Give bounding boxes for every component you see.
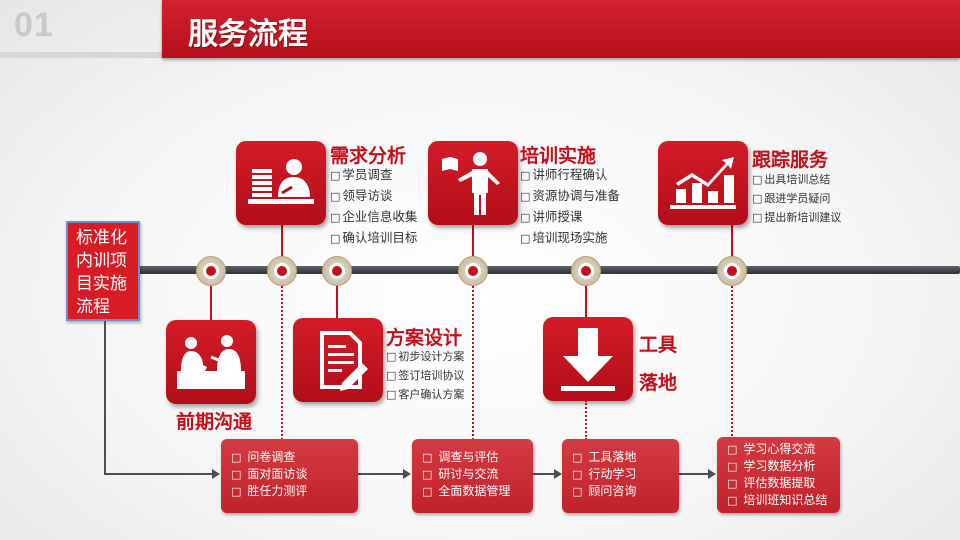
arrow-right-icon bbox=[403, 469, 411, 479]
list-item: 学习数据分析 bbox=[727, 458, 832, 475]
list-item: 资源协调与准备 bbox=[520, 186, 620, 207]
document-edit-icon bbox=[293, 318, 383, 402]
bottom-box-3: 工具落地 行动学习 顾问咨询 bbox=[562, 439, 679, 513]
timeline-node bbox=[267, 256, 297, 286]
number-underline bbox=[0, 52, 170, 58]
list-item: 领导访谈 bbox=[330, 186, 417, 207]
bottom-box-1: 问卷调查 面对面访谈 胜任力测评 bbox=[221, 439, 358, 513]
connector-xuqiu bbox=[281, 224, 283, 270]
flow-line bbox=[679, 473, 709, 475]
list-item: 确认培训目标 bbox=[330, 228, 417, 249]
list-item: 顾问咨询 bbox=[572, 483, 671, 500]
list-item: 企业信息收集 bbox=[330, 207, 417, 228]
bottom-box-2: 调查与评估 研讨与交流 全面数据管理 bbox=[412, 439, 533, 513]
page-title: 服务流程 bbox=[188, 17, 308, 52]
flow-line bbox=[104, 473, 214, 475]
list-item: 工具落地 bbox=[572, 449, 671, 466]
list-item: 签订培训协议 bbox=[386, 366, 464, 385]
list-item: 提出新培训建议 bbox=[752, 208, 841, 227]
bottom-box-4: 学习心得交流 学习数据分析 评估数据提取 培训班知识总结 bbox=[717, 437, 840, 513]
list-item: 研讨与交流 bbox=[422, 466, 525, 483]
connector-gongju bbox=[585, 278, 587, 318]
list-item: 胜任力测评 bbox=[231, 483, 350, 500]
timeline-node bbox=[196, 256, 226, 286]
list-item: 讲师授课 bbox=[520, 207, 620, 228]
section-number: 01 bbox=[14, 6, 54, 44]
dotted-connector-2 bbox=[472, 278, 474, 440]
timeline-node bbox=[322, 256, 352, 286]
title-bar bbox=[162, 0, 960, 58]
arrow-right-icon bbox=[708, 469, 716, 479]
timeline bbox=[138, 266, 960, 274]
list-item: 全面数据管理 bbox=[422, 483, 525, 500]
list-item: 调查与评估 bbox=[422, 449, 525, 466]
list-item: 行动学习 bbox=[572, 466, 671, 483]
process-label-box: 标准化内训项目实施流程 bbox=[66, 221, 140, 321]
list-item: 讲师行程确认 bbox=[520, 165, 620, 186]
timeline-node bbox=[717, 256, 747, 286]
dotted-connector-1 bbox=[281, 278, 283, 440]
list-item: 出具培训总结 bbox=[752, 170, 841, 189]
stage-title-peixun: 培训实施 bbox=[520, 145, 597, 167]
connector-peixun bbox=[472, 224, 474, 270]
stage-title-gongju-2: 落地 bbox=[639, 372, 678, 394]
stage-list-genzong: 出具培训总结 跟进学员疑问 提出新培训建议 bbox=[752, 170, 841, 227]
arrow-right-icon bbox=[554, 469, 562, 479]
list-item: 学员调查 bbox=[330, 165, 417, 186]
timeline-node bbox=[571, 256, 601, 286]
meeting-icon bbox=[166, 320, 256, 404]
timeline-node bbox=[458, 256, 488, 286]
connector-genzong bbox=[731, 224, 733, 270]
arrow-right-icon bbox=[212, 469, 220, 479]
stage-title-gongju-1: 工具 bbox=[639, 334, 678, 356]
stage-title-genzong: 跟踪服务 bbox=[752, 149, 829, 171]
flow-line bbox=[358, 473, 404, 475]
list-item: 培训现场实施 bbox=[520, 228, 620, 249]
list-item: 客户确认方案 bbox=[386, 385, 464, 404]
list-item: 问卷调查 bbox=[231, 449, 350, 466]
download-icon bbox=[543, 317, 633, 401]
flow-line bbox=[104, 321, 106, 475]
growth-chart-icon bbox=[658, 141, 748, 225]
list-item: 培训班知识总结 bbox=[727, 492, 832, 509]
stage-title-qianqi: 前期沟通 bbox=[176, 411, 253, 433]
list-item: 初步设计方案 bbox=[386, 347, 464, 366]
connector-qianqi bbox=[210, 278, 212, 322]
stage-list-peixun: 讲师行程确认 资源协调与准备 讲师授课 培训现场实施 bbox=[520, 165, 620, 249]
stage-list-fangan: 初步设计方案 签订培训协议 客户确认方案 bbox=[386, 347, 464, 404]
list-item: 评估数据提取 bbox=[727, 475, 832, 492]
stage-title-xuqiu: 需求分析 bbox=[330, 145, 407, 167]
person-at-desk-icon bbox=[236, 141, 326, 225]
connector-fangan bbox=[336, 278, 338, 320]
stage-title-fangan: 方案设计 bbox=[386, 327, 463, 349]
list-item: 面对面访谈 bbox=[231, 466, 350, 483]
dotted-connector-4 bbox=[731, 278, 733, 440]
presenter-icon bbox=[428, 141, 518, 225]
stage-list-xuqiu: 学员调查 领导访谈 企业信息收集 确认培训目标 bbox=[330, 165, 417, 249]
list-item: 跟进学员疑问 bbox=[752, 189, 841, 208]
flow-line bbox=[533, 473, 555, 475]
list-item: 学习心得交流 bbox=[727, 441, 832, 458]
dotted-connector-3 bbox=[585, 400, 587, 440]
